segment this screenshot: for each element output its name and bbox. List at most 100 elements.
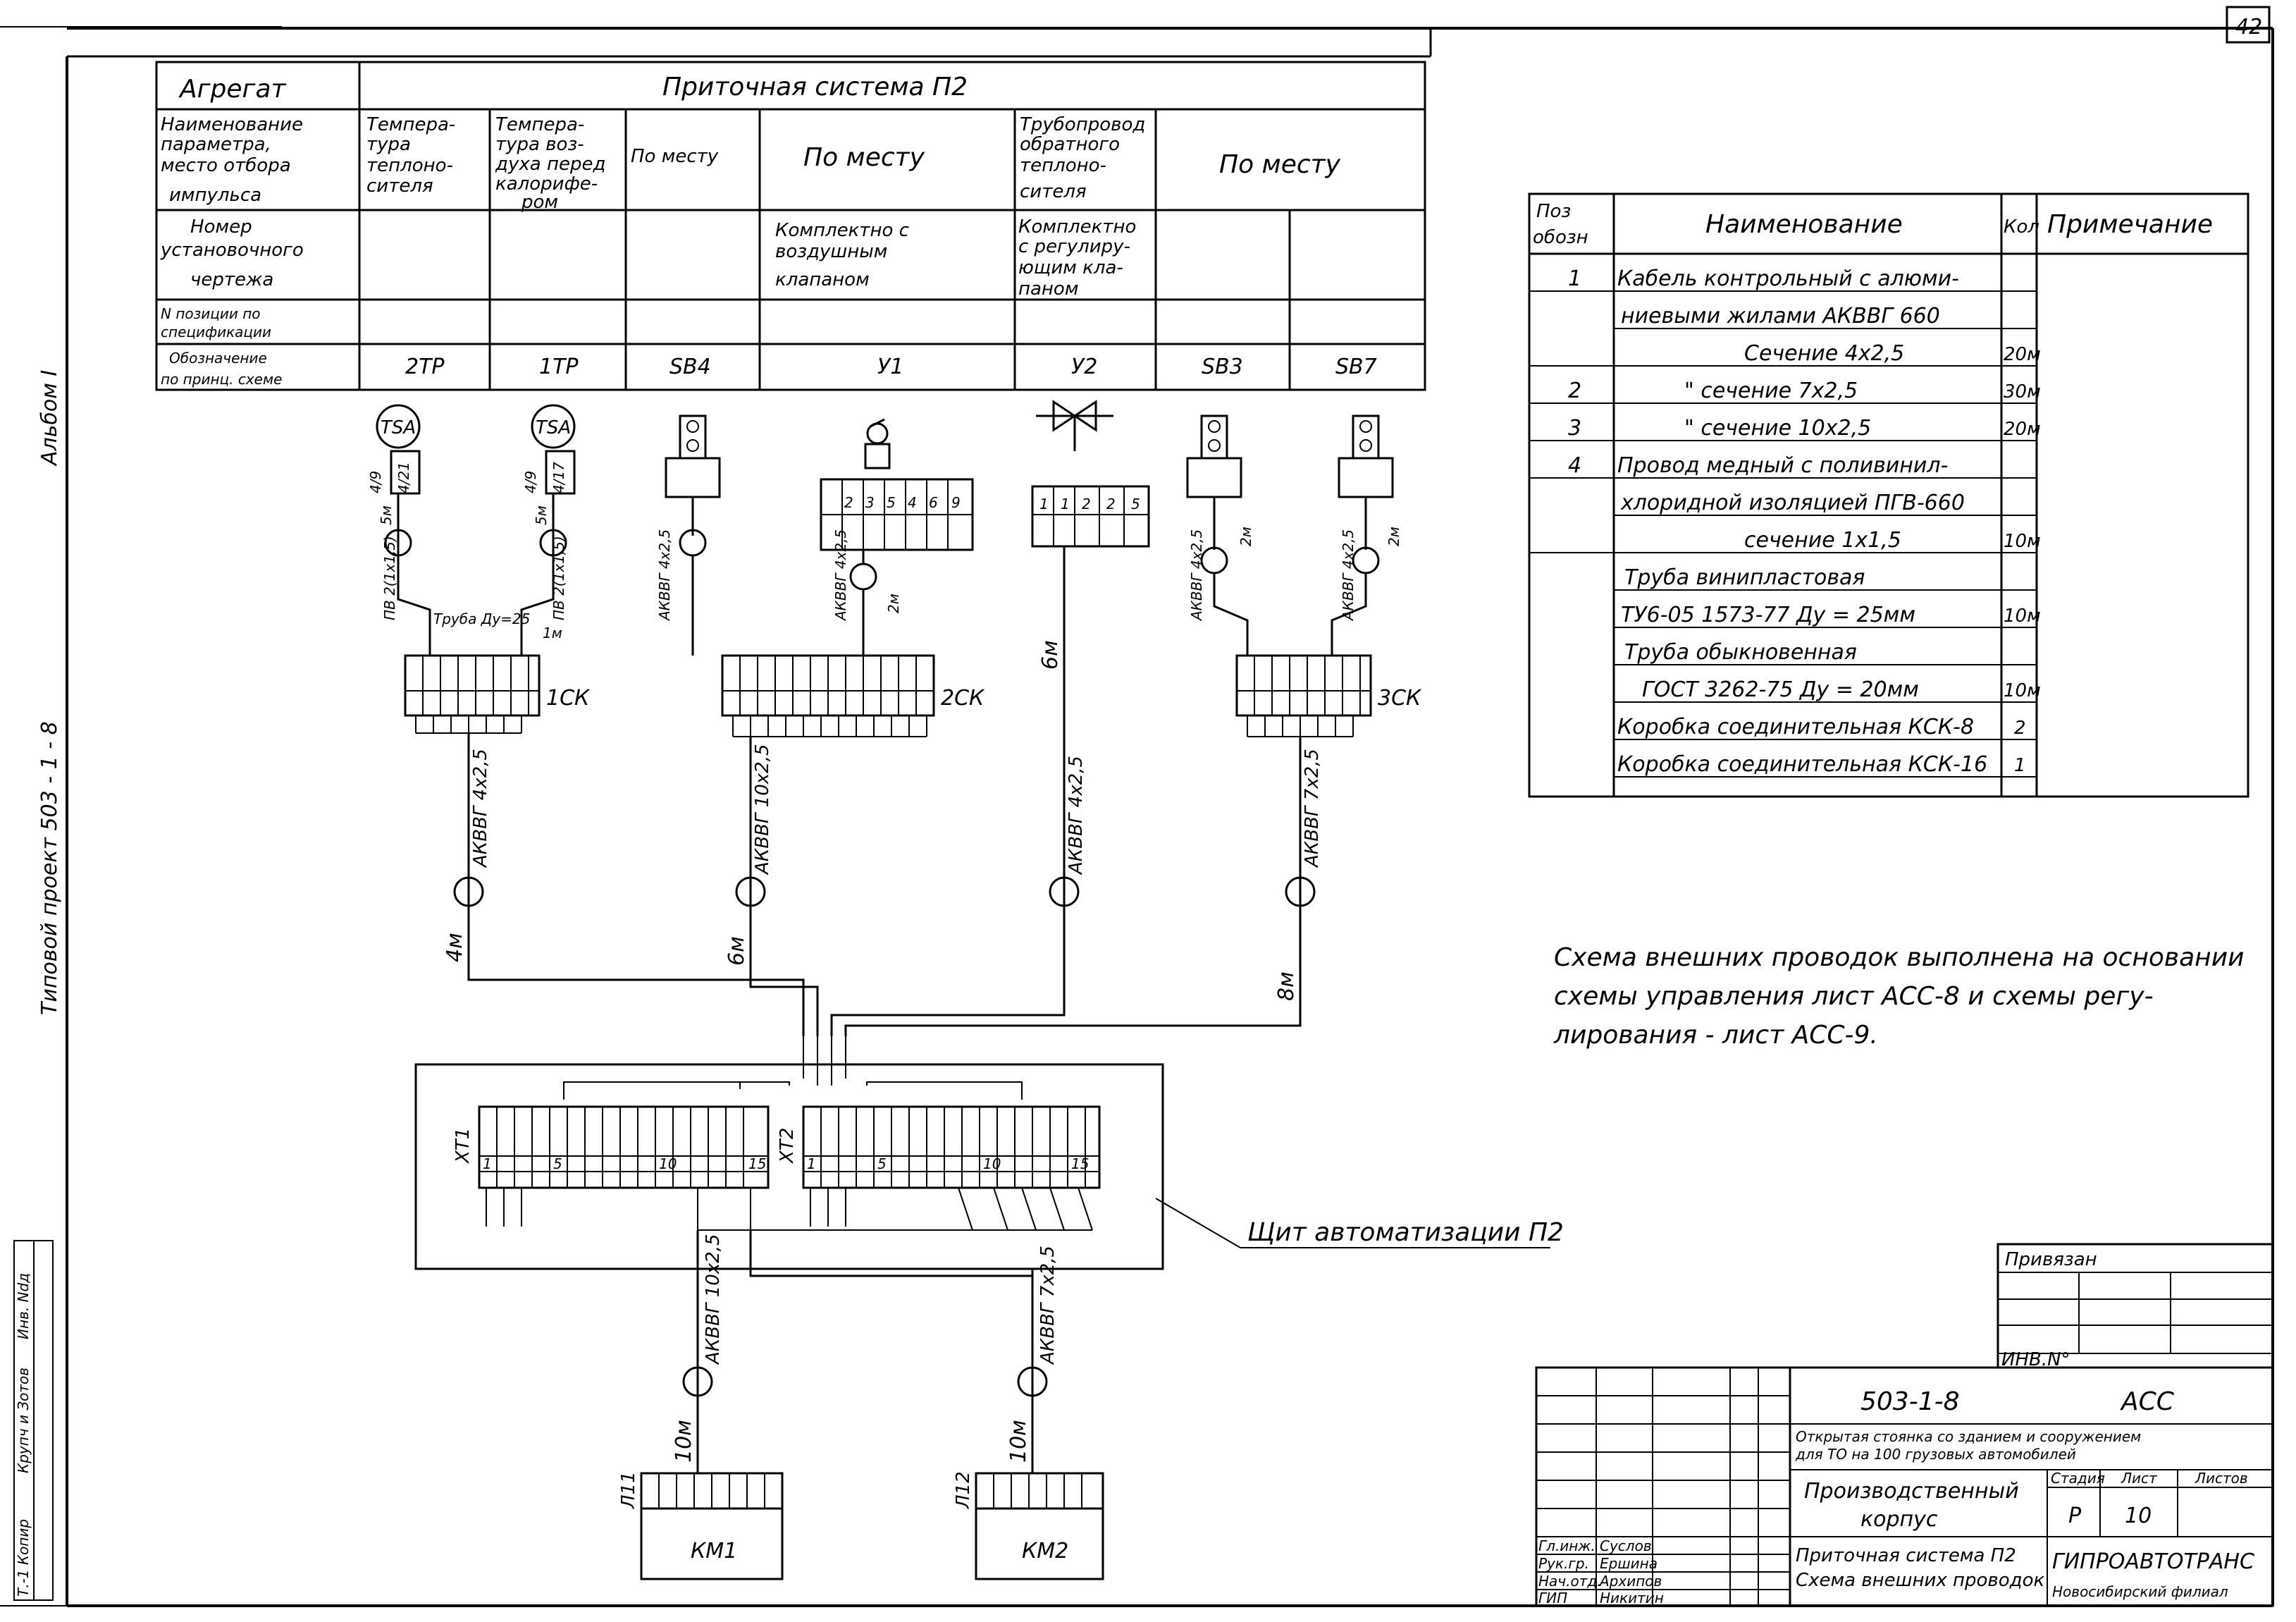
svg-text:для ТО на 100 грузовых автомоб: для ТО на 100 грузовых автомобилей [1795,1446,2076,1463]
svg-text:Комплектно с: Комплектно с [775,220,909,241]
box-1ck: 1СК [546,686,591,711]
svg-text:4: 4 [908,494,917,511]
svg-text:5: 5 [887,494,896,511]
svg-text:место отбора: место отбора [161,155,291,176]
svg-text:импульса: импульса [169,185,261,206]
svg-text:с регулиру-: с регулиру- [1018,236,1130,257]
svg-text:2: 2 [1082,496,1091,512]
cable-mark-6-2 [1352,546,1380,575]
stamp-inv: Инв. Ndд [15,1273,32,1339]
svg-text:спецификации: спецификации [161,324,271,340]
cable-akvvg-10: АКВВГ 4х2,5 [1340,529,1357,622]
designation-y1: У1 [877,355,903,379]
cable-mark-11-2 [682,1366,713,1397]
spec-qty: 20м [2004,419,2041,440]
length-5m: 5м [533,505,550,525]
length-2m-c: 2м [1385,527,1402,546]
row-label-drawing: Номер установочного чертежа [160,216,304,290]
stamp-copy: Т.-1 Копир [15,1519,32,1597]
cable-akvvg-2: АКВВГ 10х2,5 [752,744,773,876]
svg-text:по принц. схеме: по принц. схеме [161,371,282,388]
stamp-author: Крупч и Зотов [15,1368,32,1473]
stage-value: Р [2068,1504,2082,1528]
note-line: схемы управления лист АСС-8 и схемы регу… [1554,982,2154,1011]
sheet-frame: 42 [0,6,2274,1607]
svg-text:воздушным: воздушным [775,241,887,262]
wire-pv-2: ПВ 2(1х1,5) [550,536,567,620]
cable-mark-5-3 [1200,546,1228,575]
note-line: лирования - лист АСС-9. [1553,1021,1878,1050]
temperature-sensor-icon [376,404,421,449]
length-1m: 1м [543,625,562,641]
person: Архипов [1598,1573,1662,1590]
row-label-designation: Обозначение по принц. схеме [161,350,282,388]
terminal-code: 4/17 [550,462,567,493]
svg-text:теплоно-: теплоно- [366,155,453,176]
parameter-table: Агрегат Приточная система П2 Наименовани… [155,61,1426,391]
svg-text:5: 5 [553,1155,562,1172]
svg-text:2: 2 [1106,496,1116,512]
designation-sb3: SB3 [1202,355,1243,379]
role: Нач.отд. [1538,1573,1602,1590]
length-10m-2: 10м [1006,1420,1031,1463]
cable-akvvg-7: АКВВГ 4х2,5 [656,529,673,622]
box-3ck: 3СК [1378,686,1422,711]
col-5-drawing: Комплектно с регулиру- ющим кла- паном [1018,216,1136,300]
length-8m: 8м [1274,971,1299,1001]
svg-text:теплоно-: теплоно- [1020,155,1106,176]
cable-mark-4-2 [849,563,877,591]
svg-text:3: 3 [865,494,875,511]
svg-text:5: 5 [877,1155,887,1172]
contactor-km1 [640,1507,784,1580]
svg-text:обозн: обозн [1533,227,1588,248]
svg-text:тура воз-: тура воз- [495,134,584,155]
terminal-strip-xt2 [820,1107,1086,1188]
cable-mark-7-2 [453,876,484,907]
role: ГИП [1538,1590,1567,1606]
svg-text:Наименование: Наименование [161,114,303,135]
svg-text:клапаном: клапаном [775,269,870,290]
designation-sb4: SB4 [669,355,711,379]
svg-text:сителя: сителя [366,176,433,197]
note-text: Схема внешних проводок выполнена на осно… [1553,943,2245,1050]
spec-pos: 1 [1568,266,1581,291]
svg-text:Приточная система П2: Приточная система П2 [1796,1545,2016,1566]
spec-name: Коробка соединительная КСК-8 [1617,715,1974,739]
length-5m: 5м [378,505,395,525]
terminal-label-l12: Л12 [953,1471,974,1509]
svg-text:ром: ром [521,192,558,213]
svg-text:духа перед: духа перед [495,154,605,175]
spec-qty: 1 [2014,755,2026,776]
role: Рук.гр. [1538,1555,1589,1572]
drawing-name: Приточная система П2 Схема внешних прово… [1796,1545,2045,1591]
row-label-position: N позиции по спецификации [161,305,271,340]
col-4-drawing: Комплектно с воздушным клапаном [775,220,909,290]
left-margin: Альбом I Типовой проект 503 - 1 - 8 Т.-1… [13,370,62,1601]
spec-header-note: Примечание [2047,210,2213,239]
cable-mark-8-5 [735,876,766,907]
automation-panel [414,1063,1164,1270]
svg-text:ющим кла-: ющим кла- [1018,257,1123,278]
col-5-param: Трубопровод обратного теплоно- сителя [1020,114,1145,202]
panel-label: Щит автоматизации П2 [1247,1218,1564,1247]
terminal-code: 4/9 [522,471,539,493]
person: Суслов [1600,1537,1652,1554]
col-4-param: По месту [803,143,925,172]
spec-qty: 20м [2004,344,2041,365]
branch: Новосибирский филиал [2052,1583,2228,1600]
person: Никитин [1600,1590,1664,1606]
designation-sb7: SB7 [1335,355,1377,379]
agregat-label: Агрегат [178,75,287,104]
svg-text:Темпера-: Темпера- [495,114,584,135]
svg-text:6: 6 [929,494,938,511]
length-10m: 10м [672,1420,696,1463]
svg-text:Поз: Поз [1536,201,1571,222]
svg-text:обратного: обратного [1020,134,1120,155]
length-6m: 6м [724,936,749,966]
svg-text:1: 1 [1061,496,1070,512]
wire-pv-1: ПВ 2(1х1,5) [381,536,398,620]
col-3-param: По месту [631,146,719,167]
spec-qty: 10м [2004,680,2041,701]
spec-header-pos: Поз обозн [1533,201,1588,248]
sheets-header: Листов [2195,1470,2248,1487]
